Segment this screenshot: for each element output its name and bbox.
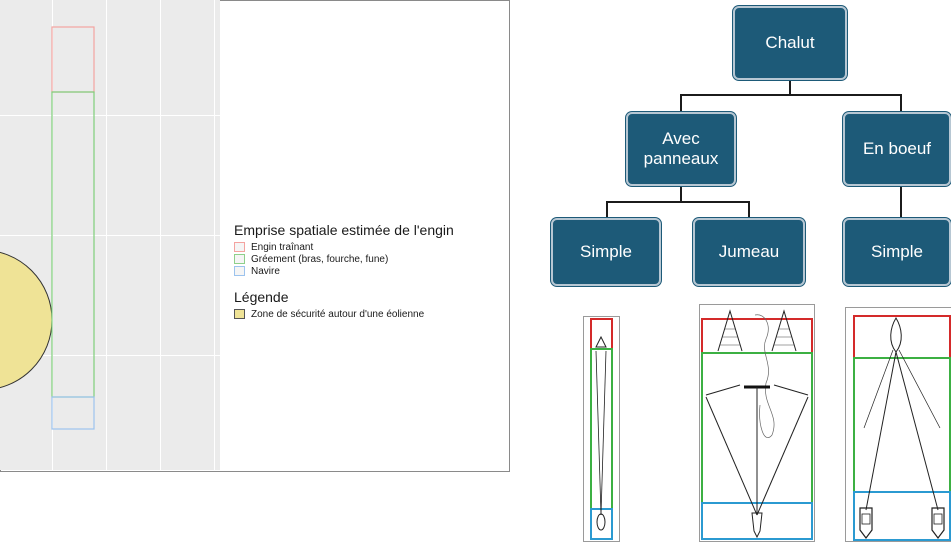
legend-item-vessel: Navire [234, 265, 504, 277]
node-avec-panneaux: Avec panneaux [626, 112, 736, 186]
grid-line [0, 235, 220, 236]
legend-title-gear: Emprise spatiale estimée de l'engin [234, 222, 454, 238]
towed-gear-footprint [51, 26, 95, 93]
map-panel: Emprise spatiale estimée de l'engin Engi… [0, 0, 510, 472]
rigging-footprint [51, 91, 95, 398]
legend: Emprise spatiale estimée de l'engin Engi… [234, 222, 504, 320]
legend-key [234, 309, 245, 319]
connector [900, 185, 902, 219]
node-jumeau: Jumeau [693, 218, 805, 286]
connector [748, 201, 750, 219]
gear-diagram-twin [699, 304, 815, 542]
legend-key [234, 254, 245, 264]
legend-label: Zone de sécurité autour d'une éolienne [251, 308, 425, 320]
gear-diagram-simple [583, 316, 620, 542]
legend-label: Navire [251, 265, 280, 277]
grid-line [0, 115, 220, 116]
connector [900, 94, 902, 112]
legend-label: Engin traînant [251, 241, 314, 253]
legend-title-legend: Légende [234, 289, 289, 305]
connector [606, 201, 608, 219]
node-simple-boeuf: Simple [843, 218, 951, 286]
grid-line [0, 355, 220, 356]
map-svg [0, 26, 95, 430]
map-plot-area [0, 0, 220, 470]
vessel-footprint [51, 396, 95, 430]
connector [606, 201, 750, 203]
gear-diagram-pair [845, 307, 951, 542]
connector [789, 78, 791, 95]
legend-key [234, 266, 245, 276]
node-en-boeuf: En boeuf [843, 112, 951, 186]
legend-item-safety-zone: Zone de sécurité autour d'une éolienne [234, 308, 504, 320]
node-simple-panneaux: Simple [551, 218, 661, 286]
legend-key [234, 242, 245, 252]
connector [680, 94, 902, 96]
safety-zone-circle [0, 251, 53, 389]
connector [680, 94, 682, 112]
legend-label: Gréement (bras, fourche, fune) [251, 253, 389, 265]
connector [680, 185, 682, 202]
legend-item-towed-gear: Engin traînant [234, 241, 504, 253]
legend-item-rigging: Gréement (bras, fourche, fune) [234, 253, 504, 265]
node-chalut: Chalut [733, 6, 847, 80]
